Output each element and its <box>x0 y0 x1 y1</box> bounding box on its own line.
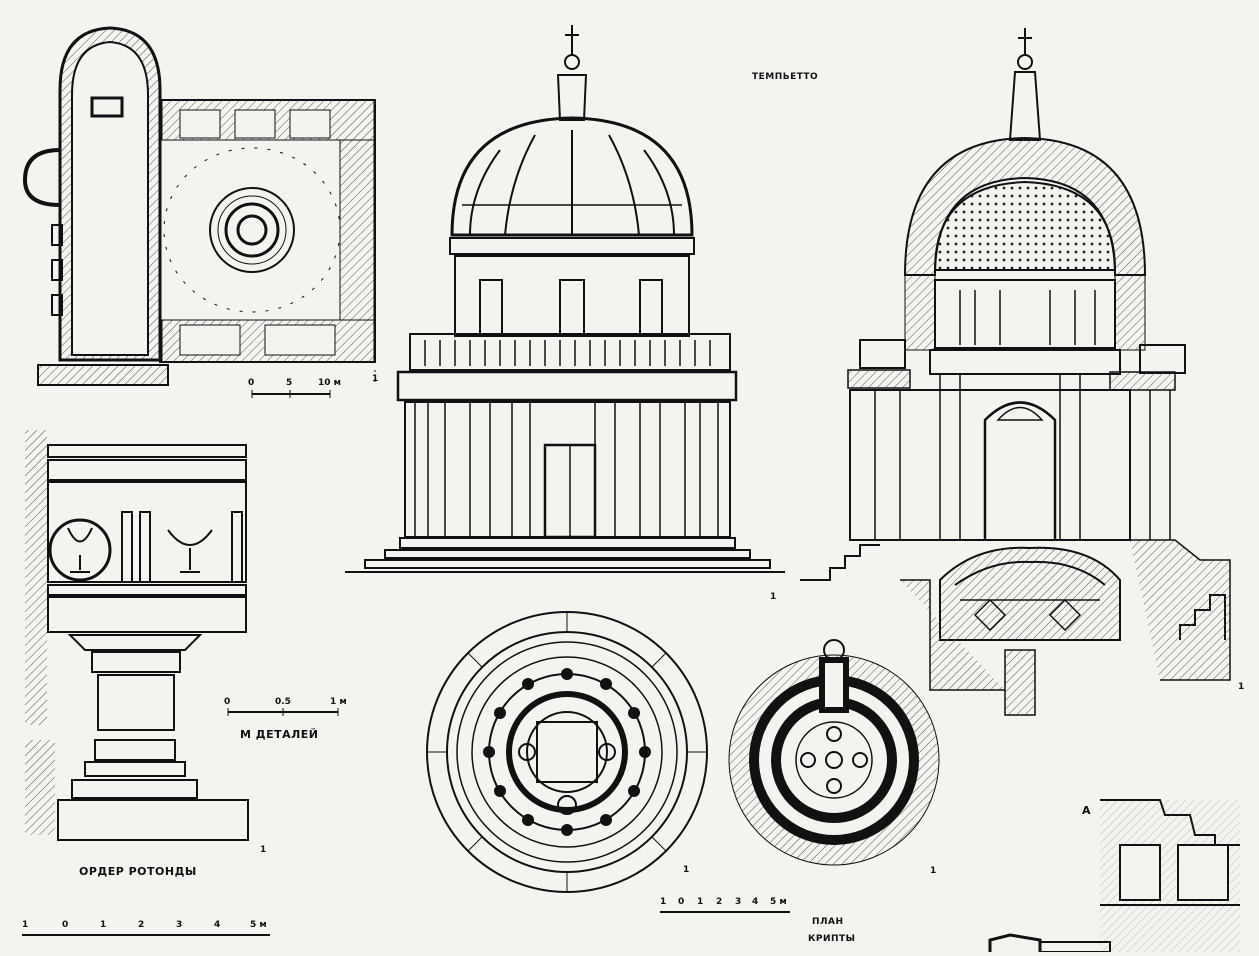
section-mark-a: А <box>1082 804 1092 817</box>
tempietto-elevation <box>345 25 785 573</box>
section-detail-a <box>988 799 1240 953</box>
bottom-scale-tick: 1 <box>22 920 29 930</box>
detail-scale-bar <box>227 708 339 716</box>
section-figure-mark: 1 <box>1238 682 1245 692</box>
detail-scale-tick: 0.5 <box>275 697 291 707</box>
ground-plan-columns <box>483 668 651 836</box>
bottom-scale-tick: 4 <box>214 920 221 930</box>
elevation-figure-mark: 1 <box>770 592 777 602</box>
drawing-title: ТЕМПЬЕТТО <box>752 72 819 82</box>
ground-plan-figure-mark: 1 <box>683 865 690 875</box>
crypt-plan-figure-mark: 1 <box>930 866 937 876</box>
plan-scale-tick: 10 м <box>318 378 342 388</box>
crypt-scale-tick: 0 <box>678 897 685 907</box>
courtyard-plan <box>22 26 376 390</box>
tempietto-ground-plan <box>426 611 708 893</box>
plan-scale-tick: 5 <box>286 378 293 388</box>
bottom-scale-tick: 5 м <box>250 920 267 930</box>
crypt-scale-tick: 1 <box>697 897 704 907</box>
plan-scale-bar <box>251 390 331 398</box>
bottom-scale-tick: 0 <box>62 920 69 930</box>
crypt-scale-tick: 4 <box>752 897 759 907</box>
crypt-scale-tick: 1 <box>660 897 667 907</box>
crypt-plan <box>728 639 940 866</box>
details-scale-caption: М ДЕТАЛЕЙ <box>240 728 319 741</box>
order-figure-mark: 1 <box>260 845 267 855</box>
bottom-scale-tick: 3 <box>176 920 183 930</box>
detail-scale-tick: 1 м <box>330 697 347 707</box>
order-caption: ОРДЕР РОТОНДЫ <box>79 865 197 878</box>
crypt-scale-tick: 5 м <box>770 897 787 907</box>
detail-scale-tick: 0 <box>224 697 231 707</box>
plan-figure-mark: 1 <box>372 374 379 384</box>
bottom-scale-tick: 2 <box>138 920 145 930</box>
crypt-plan-caption-line1: ПЛАН <box>812 917 844 927</box>
plan-scale-tick: 0 <box>248 378 255 388</box>
crypt-plan-caption-line2: КРИПТЫ <box>808 934 856 944</box>
bottom-scale-tick: 1 <box>100 920 107 930</box>
crypt-scale-tick: 2 <box>716 897 723 907</box>
tempietto-section <box>800 28 1231 716</box>
rotunda-order-detail <box>25 430 249 841</box>
crypt-scale-tick: 3 <box>735 897 742 907</box>
